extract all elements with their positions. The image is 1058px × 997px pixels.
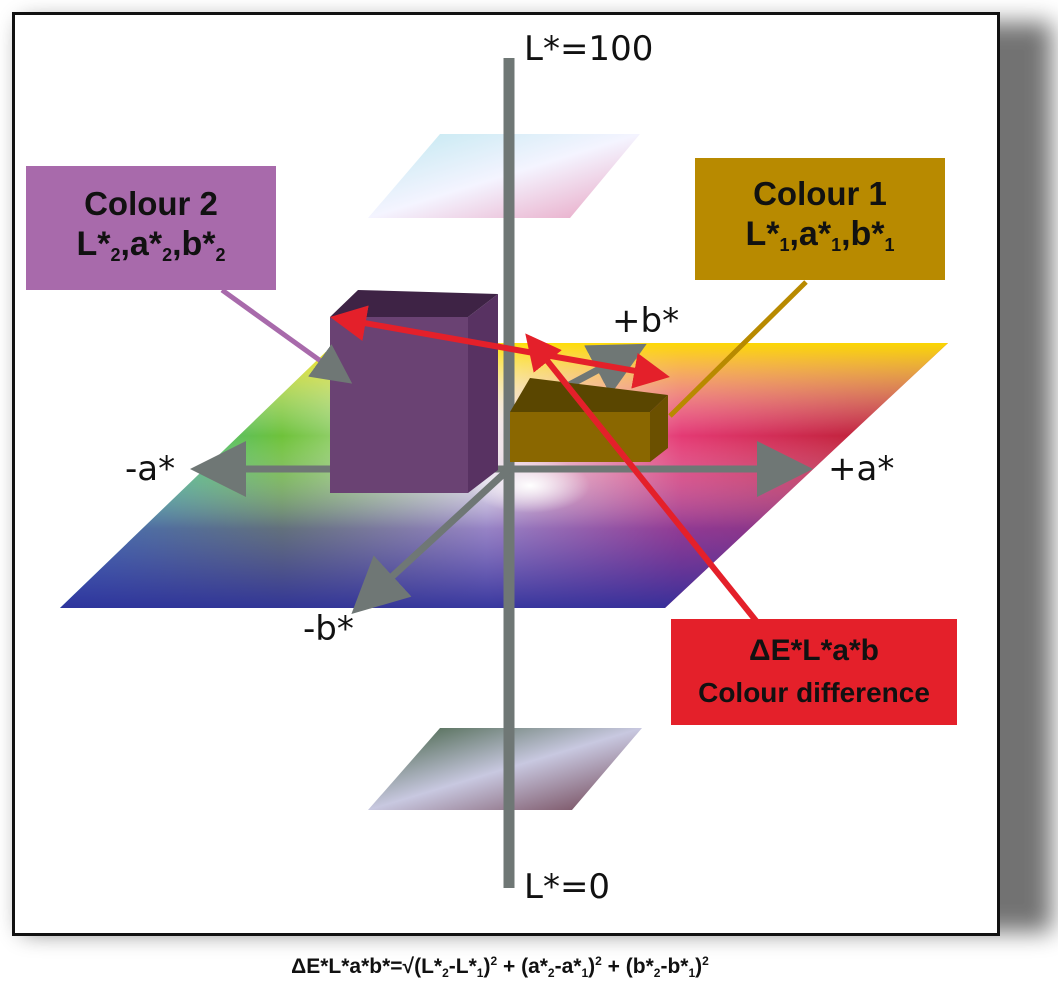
l-axis-top-label: L*=100 xyxy=(524,29,653,69)
difference-vector xyxy=(330,305,670,389)
b-axis-negative xyxy=(351,466,512,614)
colour1-title: Colour 1 xyxy=(753,175,887,212)
colour1-coords: L*1,a*1,b*1 xyxy=(745,215,895,255)
difference-subtitle: Colour difference xyxy=(698,677,930,708)
difference-title: ΔE*L*a*b xyxy=(749,634,879,667)
colour2-pointer xyxy=(220,287,353,384)
l-axis-bottom-label: L*=0 xyxy=(524,867,610,907)
minus-a-label: -a* xyxy=(125,449,175,489)
delta-e-formula: ΔE*L*a*b*=√(L*2-L*1)2 + (a*2-a*1)2 + (b*… xyxy=(291,954,709,980)
plus-a-label: +a* xyxy=(828,449,894,489)
plus-b-label: +b* xyxy=(612,301,679,341)
colour2-coords: L*2,a*2,b*2 xyxy=(76,225,226,265)
colour2-callout: Colour 2 L*2,a*2,b*2 xyxy=(26,166,276,290)
colour2-title: Colour 2 xyxy=(84,185,218,222)
minus-b-label: -b* xyxy=(303,609,354,649)
colour1-callout: Colour 1 L*1,a*1,b*1 xyxy=(695,158,945,280)
colour1-pointer xyxy=(668,280,808,418)
difference-callout: ΔE*L*a*b Colour difference xyxy=(671,619,957,725)
difference-pointer xyxy=(525,333,760,624)
